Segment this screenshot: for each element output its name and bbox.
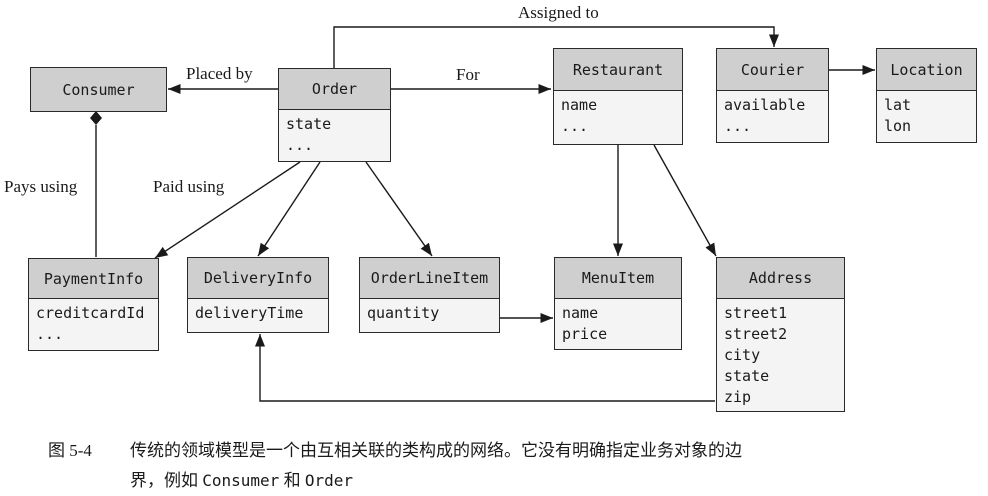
attr: quantity (367, 304, 440, 322)
attr: price (562, 325, 608, 343)
attr: ... (561, 117, 589, 135)
label-pays-using: Pays using (4, 177, 78, 196)
class-name: DeliveryInfo (188, 258, 328, 299)
attr: city (724, 346, 761, 364)
edge-order-paymentinfo (154, 161, 301, 259)
edge-order-deliveryinfo (257, 161, 321, 257)
edge-deliveryinfo-address (254, 334, 715, 402)
edge-order-courier (333, 26, 780, 70)
figure-number: 图 5-4 (48, 441, 92, 460)
class-deliveryinfo: DeliveryInfo deliveryTime (187, 257, 329, 333)
class-paymentinfo: PaymentInfo creditcardId ... (28, 258, 159, 351)
attr: ... (724, 117, 752, 135)
class-location: Location lat lon (876, 48, 977, 143)
attr: state (286, 115, 332, 133)
class-consumer: Consumer (30, 67, 167, 112)
label-for: For (456, 65, 480, 84)
class-name: Address (717, 258, 844, 299)
class-menuitem: MenuItem name price (554, 257, 682, 350)
class-name: Restaurant (554, 49, 682, 91)
caption-line1: 传统的领域模型是一个由互相关联的类构成的网络。它没有明确指定业务对象的边 (130, 441, 742, 460)
attr: ... (286, 136, 314, 154)
class-name: Order (279, 69, 390, 110)
attr: ... (36, 325, 64, 343)
attr: state (724, 367, 770, 385)
attr: lat (884, 96, 912, 114)
attr: name (562, 304, 599, 322)
class-restaurant: Restaurant name ... (553, 48, 683, 145)
class-courier: Courier available ... (716, 48, 829, 143)
figure-caption: 图 5-4 传统的领域模型是一个由互相关联的类构成的网络。它没有明确指定业务对象的… (48, 436, 742, 496)
attr: lon (884, 117, 912, 135)
caption-conjunction: 和 (283, 471, 301, 490)
attr: name (561, 96, 598, 114)
attr: deliveryTime (195, 304, 304, 322)
caption-line2-prefix: 界，例如 (130, 471, 198, 490)
composition-diamond (90, 111, 102, 125)
class-name: PaymentInfo (29, 259, 158, 299)
class-name: Consumer (31, 68, 166, 111)
attr: street1 (724, 304, 788, 322)
attr: street2 (724, 325, 788, 343)
class-name: Location (877, 49, 976, 91)
label-assigned-to: Assigned to (518, 3, 599, 22)
class-name: MenuItem (555, 258, 681, 299)
class-order: Order state ... (278, 68, 391, 162)
edge-order-orderlineitem (365, 161, 433, 257)
class-orderlineitem: OrderLineItem quantity (359, 257, 500, 333)
class-name: OrderLineItem (360, 258, 499, 299)
attr: available (724, 96, 806, 114)
class-address: Address street1 street2 city state zip (716, 257, 845, 412)
caption-term-order: Order (304, 471, 353, 490)
attr: zip (724, 388, 752, 406)
edge-restaurant-address (653, 144, 717, 257)
attr: creditcardId (36, 304, 145, 322)
class-name: Courier (717, 49, 828, 91)
label-paid-using: Paid using (153, 177, 225, 196)
label-placed-by: Placed by (186, 64, 253, 83)
caption-term-consumer: Consumer (202, 471, 280, 490)
